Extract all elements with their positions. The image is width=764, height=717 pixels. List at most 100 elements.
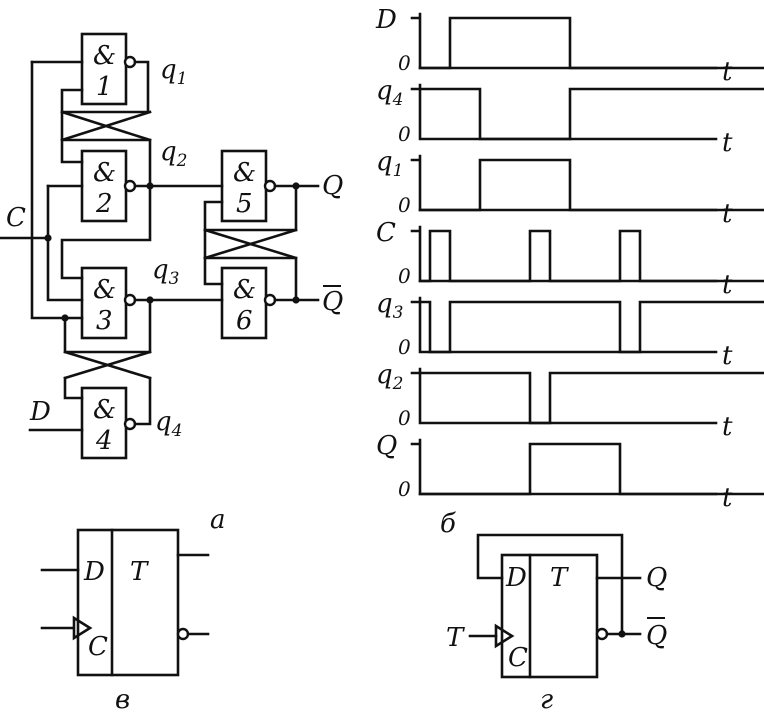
symbol-g-qbar-bubble [595, 627, 609, 641]
timing-time-label: t [722, 341, 733, 371]
junction-q2 [146, 182, 154, 190]
gate-2-number: 2 [95, 189, 113, 219]
gate-1 [80, 32, 128, 106]
gate-5 [220, 149, 268, 223]
timing-waveform [418, 229, 764, 283]
gate-6-symbol: & [233, 275, 256, 305]
symbol-v-c-label: C [88, 632, 108, 662]
timing-row: Q0 t [376, 431, 764, 513]
gate-3 [80, 266, 128, 340]
label-q3: q3 [152, 255, 179, 289]
junction-c2 [61, 314, 69, 322]
timing-zero-label: 0 [398, 335, 411, 359]
symbol-g-clock-triangle [494, 623, 515, 649]
symbol-v-t-label: T [130, 557, 149, 587]
symbol-v-clock-triangle [72, 615, 93, 641]
timing-waveform [418, 300, 764, 354]
timing-waveform [418, 442, 764, 496]
label-q4: q4 [155, 407, 182, 441]
timing-row: q1 0 t [376, 147, 764, 229]
gate-1-number: 1 [96, 72, 113, 102]
timing-waveform [418, 371, 764, 425]
label-q2: q2 [160, 137, 187, 171]
timing-axis [410, 154, 718, 212]
gate-2-symbol: & [93, 158, 116, 188]
timing-row: q3 0 t [376, 289, 764, 371]
timing-zero-label: 0 [398, 122, 411, 146]
gate-3-symbol: & [93, 275, 116, 305]
symbol-g-input-t: T [446, 623, 465, 653]
symbol-g-d-label: D [505, 563, 527, 593]
timing-axis [410, 12, 718, 70]
gate-4-symbol: & [93, 395, 116, 425]
timing-waveform [418, 158, 764, 212]
timing-zero-label: 0 [398, 193, 411, 217]
timing-zero-label: 0 [398, 406, 411, 430]
symbol-v-d-label: D [83, 557, 105, 587]
symbol-g-junction [618, 630, 626, 638]
timing-axis [410, 225, 718, 283]
symbol-g-qbar-label: Q [646, 621, 667, 651]
symbol-v-qbar-bubble [176, 627, 190, 641]
timing-zero-label: 0 [398, 51, 411, 75]
gate-2-bubble [123, 179, 137, 193]
timing-time-label: t [722, 128, 733, 158]
gate-5-number: 5 [236, 189, 253, 219]
gate-3-bubble [123, 293, 137, 307]
timing-signal-label: C [376, 218, 396, 248]
symbol-g-t-label: T [550, 563, 569, 593]
symbol-v-box [76, 528, 180, 677]
timing-axis [410, 83, 718, 141]
panel-label-a: а [210, 505, 226, 535]
label-q-output: Q [322, 171, 343, 201]
timing-signal-label: q2 [376, 360, 403, 394]
timing-row: C0 t [376, 218, 764, 300]
panel-label-v: в [115, 685, 130, 715]
circuit-panel: & 1 & 2 & 3 & 4 & 5 & 6 [0, 32, 343, 535]
label-d-input: D [29, 397, 51, 427]
symbol-v-panel: D T C в [40, 528, 210, 715]
junction-c [44, 234, 52, 242]
timing-signal-label: q3 [376, 289, 403, 323]
gate-2 [80, 149, 128, 223]
timing-time-label: t [722, 57, 733, 87]
timing-zero-label: 0 [398, 477, 411, 501]
timing-signal-label: Q [376, 431, 397, 461]
timing-row: D0 t [375, 5, 764, 87]
junction-qbar [292, 296, 300, 304]
gate-3-number: 3 [96, 306, 113, 336]
timing-signal-label: q4 [376, 76, 403, 110]
timing-time-label: t [722, 199, 733, 229]
timing-axis [410, 296, 718, 354]
timing-axis [410, 438, 718, 496]
timing-zero-label: 0 [398, 264, 411, 288]
panel-label-b: б [440, 509, 456, 539]
timing-row: q4 0 t [376, 76, 764, 158]
gate-5-bubble [263, 179, 277, 193]
gate-1-symbol: & [93, 41, 116, 71]
timing-signal-label: D [375, 5, 397, 35]
symbol-g-feedback [476, 533, 624, 636]
junction-q [292, 182, 300, 190]
timing-axis [410, 367, 718, 425]
timing-time-label: t [722, 483, 733, 513]
label-q1: q1 [160, 55, 187, 89]
symbol-g-c-label: C [508, 643, 528, 673]
symbol-g-panel: D T C T Q Q г [446, 533, 667, 715]
circuit-wires [0, 60, 320, 432]
label-c-input: C [6, 203, 26, 233]
timing-waveform [418, 87, 764, 141]
panel-label-g: г [540, 685, 553, 715]
gate-5-symbol: & [233, 158, 256, 188]
label-qbar-output: Q [322, 287, 343, 317]
timing-time-label: t [722, 270, 733, 300]
gate-1-bubble [123, 55, 137, 69]
gate-6-bubble [263, 293, 277, 307]
timing-signal-label: q1 [376, 147, 403, 181]
gate-6-number: 6 [236, 306, 253, 336]
gate-4-bubble [123, 417, 137, 431]
gate-4-number: 4 [95, 426, 113, 456]
